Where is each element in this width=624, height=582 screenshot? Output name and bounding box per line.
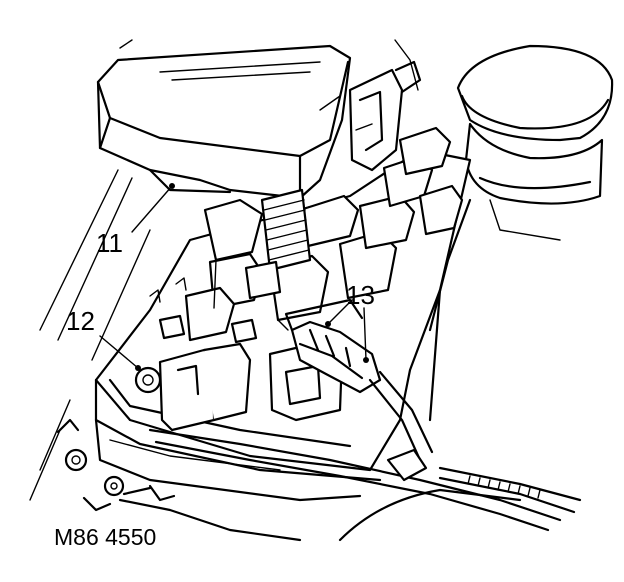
leader-12 <box>99 335 139 369</box>
fuse-box-cover <box>96 44 352 200</box>
background-hatching <box>29 39 419 501</box>
cover-latch <box>348 60 422 172</box>
harness-connector <box>284 298 434 462</box>
fuse-slots <box>149 277 258 344</box>
callout-11: 11 <box>96 228 123 258</box>
leader-13a <box>327 299 353 325</box>
callout-13: 13 <box>346 280 375 310</box>
figure-reference: M86 4550 <box>54 524 156 550</box>
mounting-bracket <box>56 418 522 542</box>
leader-13a-dot <box>325 321 331 327</box>
leader-11-dot <box>169 183 175 189</box>
leader-11 <box>131 185 173 233</box>
relays <box>184 126 464 342</box>
leader-13b-dot <box>363 357 369 363</box>
reservoir-cap <box>428 44 614 332</box>
fuse-strip <box>244 188 312 300</box>
callout-12: 12 <box>66 306 95 336</box>
cable-loom <box>148 428 582 532</box>
leader-13b <box>363 307 367 361</box>
leader-12-dot <box>135 365 141 371</box>
leader-lines <box>99 183 369 371</box>
